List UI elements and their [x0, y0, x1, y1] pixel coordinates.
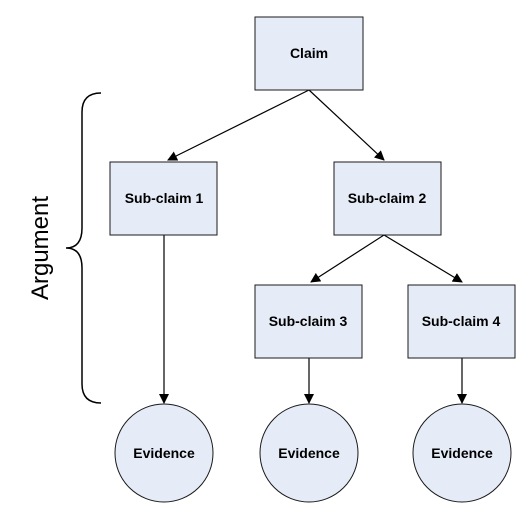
node-evidence-1-label: Evidence: [133, 445, 195, 461]
node-claim-label: Claim: [290, 45, 328, 61]
node-claim: Claim: [254, 16, 364, 91]
node-evidence-1: Evidence: [114, 403, 214, 503]
node-evidence-2-label: Evidence: [278, 445, 340, 461]
edge-claim-to-sub-claim-2: [308, 89, 385, 161]
node-sub-claim-1-label: Sub-claim 1: [125, 190, 204, 206]
edges: [159, 89, 467, 404]
node-sub-claim-1: Sub-claim 1: [109, 161, 218, 236]
node-sub-claim-3-label: Sub-claim 3: [269, 313, 348, 329]
edge-sub-claim-2-to-sub-claim-4: [383, 234, 463, 283]
node-sub-claim-4: Sub-claim 4: [407, 284, 516, 359]
node-sub-claim-3: Sub-claim 3: [254, 284, 363, 359]
node-evidence-3: Evidence: [412, 403, 512, 503]
curly-brace-icon: [65, 92, 102, 404]
node-sub-claim-2: Sub-claim 2: [333, 161, 442, 236]
edge-claim-to-sub-claim-1: [167, 89, 310, 161]
node-evidence-3-label: Evidence: [431, 445, 493, 461]
node-sub-claim-4-label: Sub-claim 4: [422, 313, 501, 329]
edge-sub-claim-2-to-sub-claim-3: [310, 234, 385, 283]
node-evidence-2: Evidence: [259, 403, 359, 503]
node-sub-claim-2-label: Sub-claim 2: [348, 190, 427, 206]
argument-brace: Argument: [27, 92, 102, 404]
argument-label: Argument: [27, 196, 54, 300]
